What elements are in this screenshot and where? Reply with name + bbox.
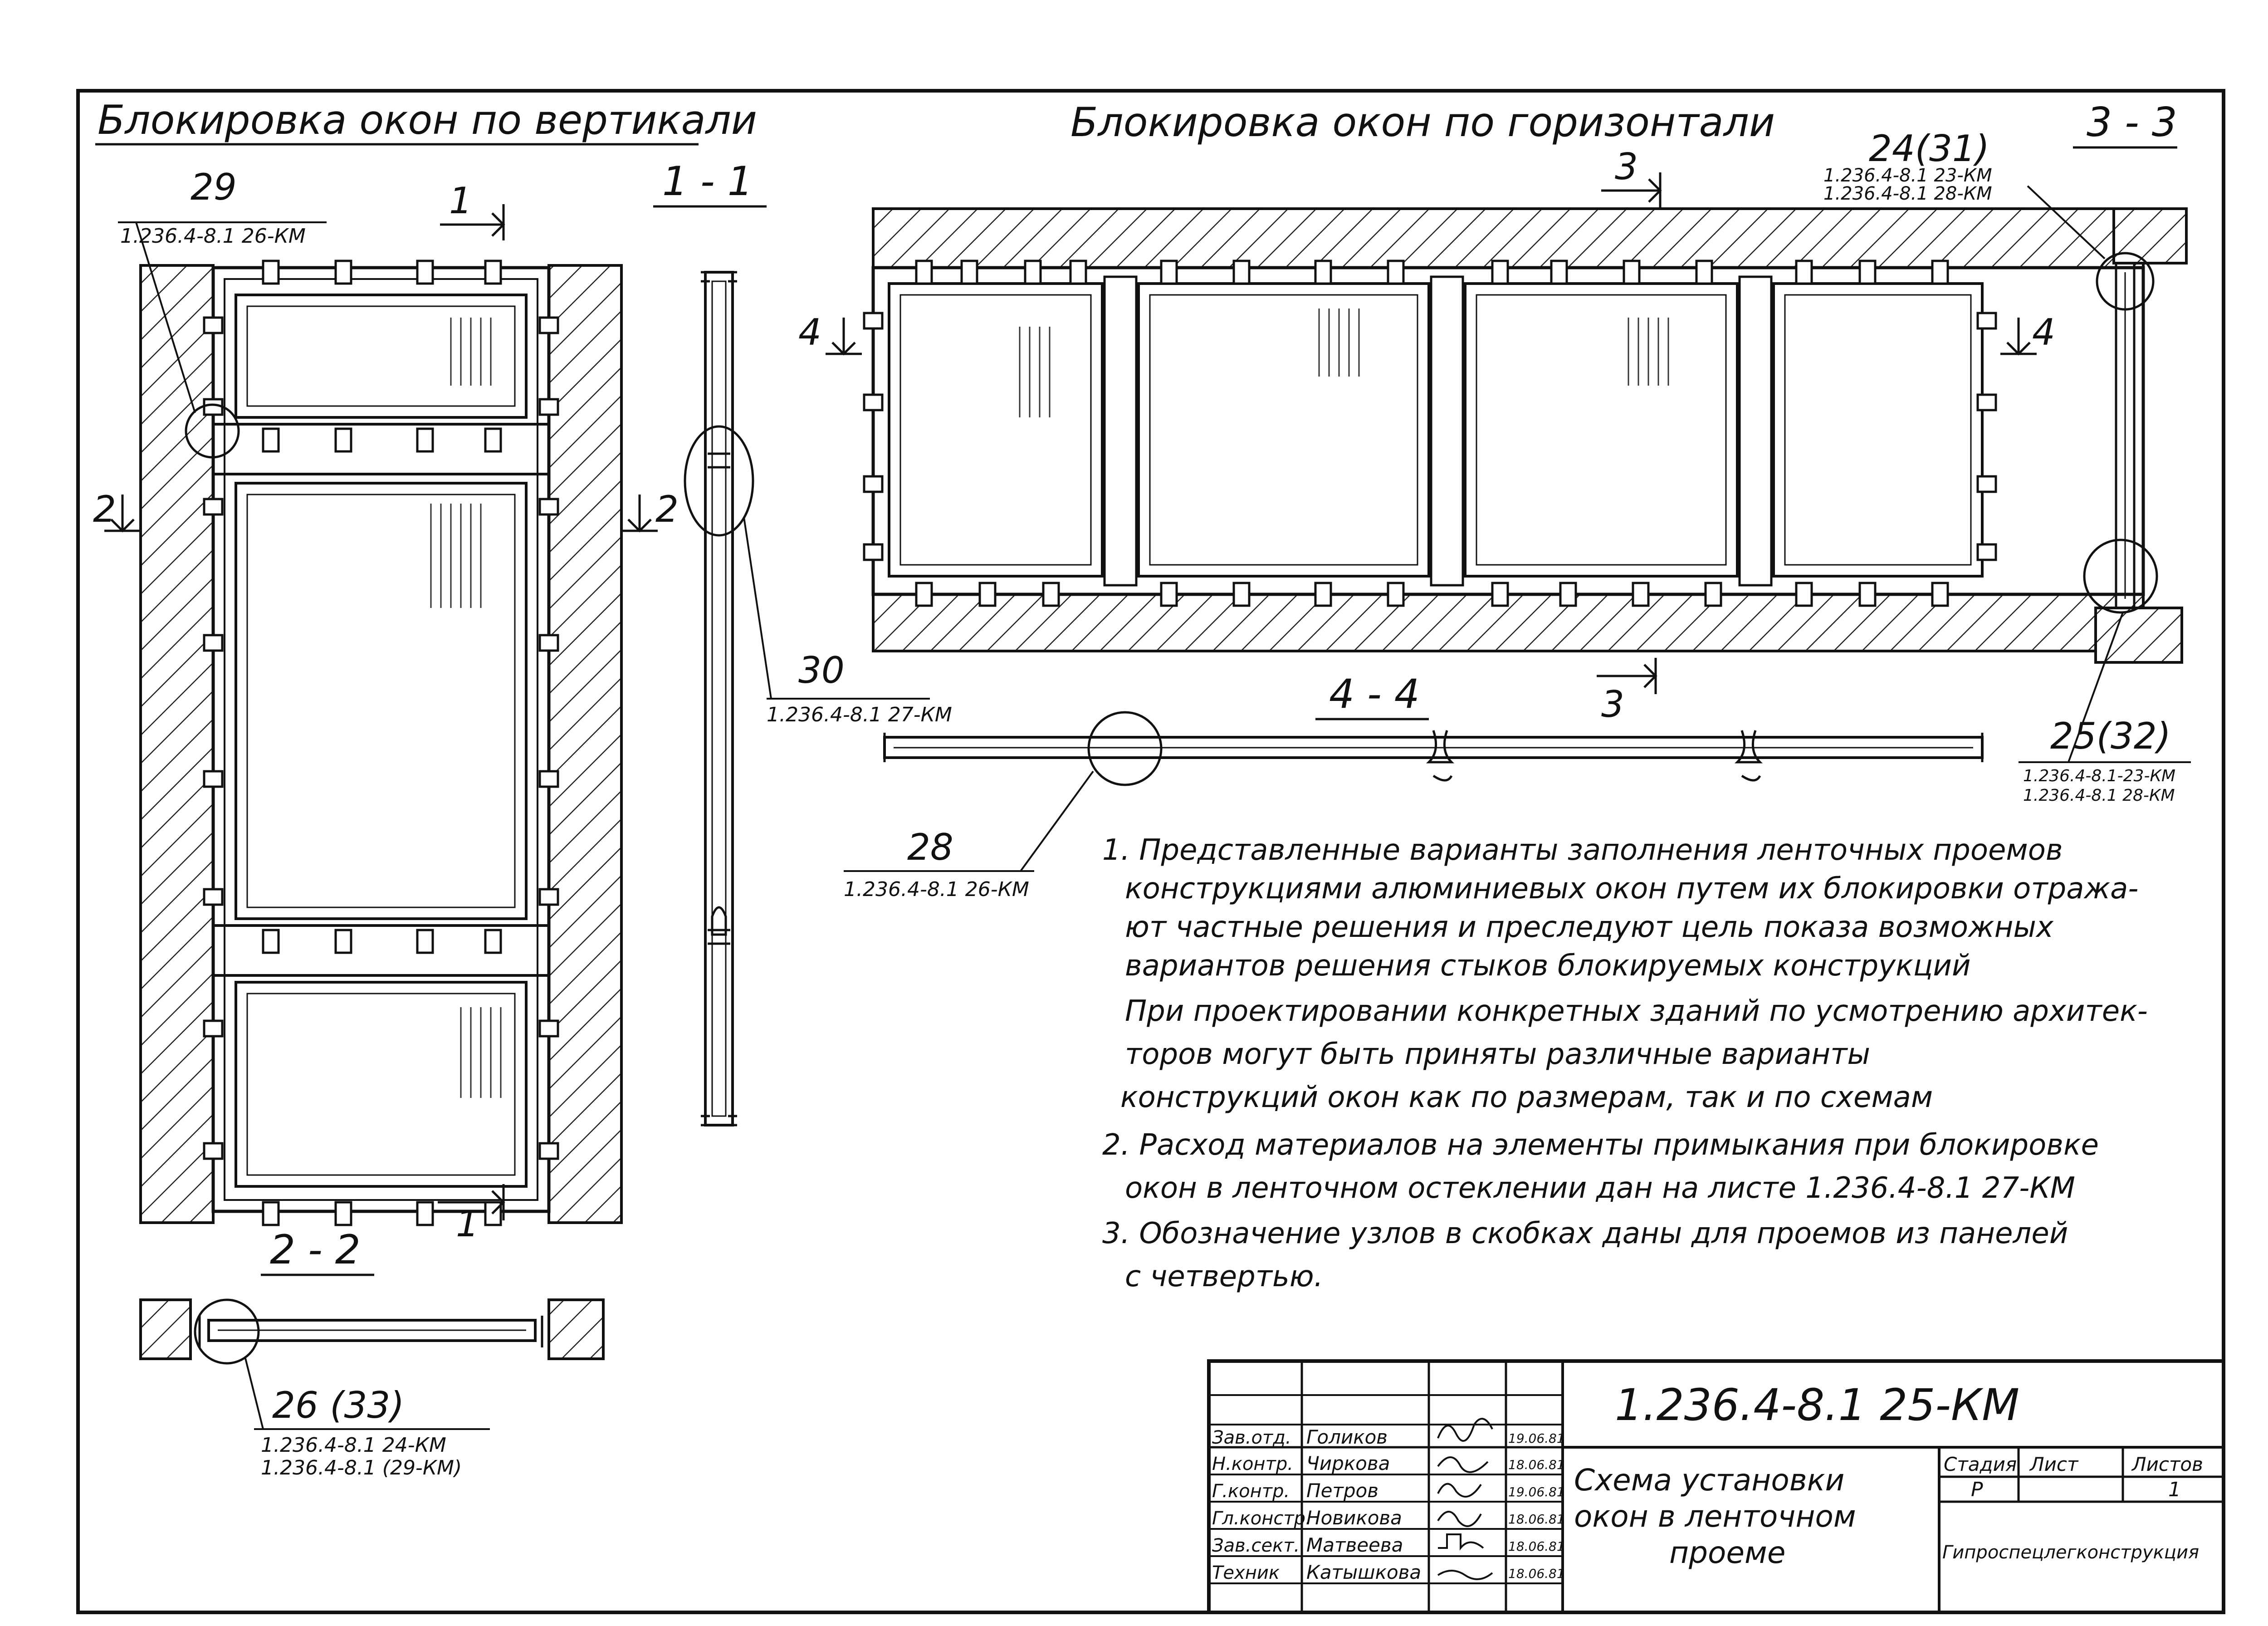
- staff-name: Голиков: [1306, 1426, 1388, 1448]
- callout-29-ref: 1.236.4-8.1 26-КМ: [120, 225, 306, 248]
- note-line: При проектировании конкретных зданий по …: [1125, 994, 2148, 1028]
- staff-date: 18.06.81: [1508, 1539, 1565, 1554]
- organization: Гипроспецлегконструкция: [1942, 1542, 2199, 1563]
- general-notes: 1. Представленные варианты заполнения ле…: [1102, 833, 2148, 1293]
- node-24-circle: [2096, 252, 2155, 311]
- callout-29-number: 29: [191, 166, 237, 208]
- note-line: конструкциями алюминиевых окон путем их …: [1125, 872, 2138, 906]
- cut-mark-4-right: 4: [2032, 311, 2055, 353]
- heading-vertical: Блокировка окон по вертикали: [98, 97, 757, 143]
- sheets-value: 1: [2168, 1478, 2181, 1501]
- staff-name: Катышкова: [1306, 1561, 1421, 1583]
- staff-role: Гл.констр.: [1212, 1508, 1311, 1529]
- note-line: торов могут быть приняты различные вариа…: [1125, 1038, 1870, 1071]
- staff-table: Зав.отд. Голиков 19.06.81 Н.контр. Чирко…: [1212, 1426, 1565, 1583]
- upper-transom: [212, 423, 550, 475]
- cut-mark-4-left: 4: [798, 311, 821, 353]
- section-3-3-profile: [2019, 185, 2191, 763]
- drawing-title-line: проеме: [1669, 1535, 1785, 1570]
- note-line: с четвертью.: [1125, 1260, 1323, 1293]
- callout-30-number: 30: [798, 649, 845, 691]
- staff-role: Зав.сект.: [1212, 1535, 1300, 1556]
- staff-role: Г.контр.: [1212, 1481, 1290, 1502]
- section-2-2-profile: [139, 1298, 605, 1430]
- callout-24-number: 24(31): [1869, 127, 1989, 170]
- note-line: 3. Обозначение узлов в скобках даны для …: [1102, 1217, 2068, 1250]
- staff-date: 19.06.81: [1508, 1431, 1565, 1446]
- lintel: [872, 207, 2145, 269]
- staff-date: 18.06.81: [1508, 1566, 1565, 1581]
- callout-24-ref1: 1.236.4-8.1 23-КМ: [1823, 165, 1992, 186]
- staff-name: Петров: [1306, 1479, 1378, 1502]
- section-4-4-profile: [844, 711, 1984, 872]
- note-line: 2. Расход материалов на элементы примыка…: [1102, 1128, 2099, 1162]
- sheet-header: Лист: [2029, 1453, 2079, 1475]
- stage-header: Стадия: [1944, 1453, 2017, 1475]
- callout-28-number: 28: [907, 826, 953, 868]
- section-1-1-profile: [684, 271, 930, 1126]
- callout-25-number: 25(32): [2050, 715, 2171, 757]
- sash-4: [1772, 282, 1984, 578]
- node-25-circle: [2083, 539, 2158, 614]
- callout-24-ref2: 1.236.4-8.1 28-КМ: [1823, 183, 1992, 204]
- staff-role: Техник: [1212, 1562, 1280, 1583]
- cut-mark-3-bottom: 3: [1601, 683, 1624, 725]
- staff-name: Матвеева: [1306, 1534, 1403, 1556]
- wall-right: [547, 264, 623, 1224]
- note-line: конструкций окон как по размерам, так и …: [1120, 1081, 1933, 1114]
- sheets-header: Листов: [2131, 1453, 2203, 1475]
- note-line: вариантов решения стыков блокируемых кон…: [1125, 949, 1971, 983]
- node-29-circle: [185, 403, 240, 459]
- node-28-circle: [1087, 711, 1163, 786]
- note-line: 1. Представленные варианты заполнения ле…: [1102, 833, 2063, 867]
- staff-date: 19.06.81: [1508, 1484, 1565, 1499]
- cut-mark-2-right: 2: [655, 488, 679, 530]
- heading-horizontal: Блокировка окон по горизонтали: [1070, 99, 1775, 146]
- signatures: [1437, 1418, 1493, 1580]
- note-line: окон в ленточном остеклении дан на листе…: [1125, 1171, 2075, 1205]
- stage-value: Р: [1971, 1478, 1983, 1501]
- callout-26-number: 26 (33): [272, 1384, 404, 1426]
- callout-26-ref1: 1.236.4-8.1 24-КМ: [261, 1434, 446, 1457]
- callout-26-ref2: 1.236.4-8.1 (29-КМ): [261, 1456, 462, 1479]
- callout-25-ref2: 1.236.4-8.1 28-КМ: [2023, 786, 2175, 805]
- drawing-title-line: Схема установки: [1574, 1463, 1844, 1498]
- sash-2: [1137, 282, 1430, 578]
- lower-transom: [212, 924, 550, 977]
- cut-mark-2-left: 2: [93, 488, 116, 530]
- bottom-sash: [235, 981, 528, 1188]
- vertical-elevation: [118, 221, 623, 1226]
- sheet-border: [76, 89, 2225, 1614]
- section-4-4-label: 4 - 4: [1329, 671, 1420, 717]
- sash-1: [888, 282, 1104, 578]
- horizontal-elevation: [863, 207, 2145, 652]
- cut-mark-1-top: 1: [449, 180, 472, 222]
- staff-name: Чиркова: [1306, 1452, 1390, 1474]
- staff-date: 18.06.81: [1508, 1512, 1565, 1527]
- section-2-2-label: 2 - 2: [270, 1226, 361, 1273]
- section-3-3-label: 3 - 3: [2087, 99, 2177, 146]
- cut-mark-3-top: 3: [1615, 146, 1638, 188]
- node-26-circle: [194, 1298, 260, 1365]
- callout-28-ref: 1.236.4-8.1 26-КМ: [844, 878, 1029, 901]
- cut-mark-1-bottom: 1: [456, 1203, 479, 1245]
- wall-left: [139, 264, 215, 1224]
- callout-30-ref: 1.236.4-8.1 27-КМ: [767, 703, 952, 726]
- staff-date: 18.06.81: [1508, 1457, 1565, 1472]
- title-block: [1207, 1359, 2225, 1614]
- note-line: ют частные решения и преследуют цель пок…: [1125, 911, 2054, 944]
- staff-role: Зав.отд.: [1212, 1427, 1291, 1448]
- staff-role: Н.контр.: [1212, 1454, 1293, 1474]
- callout-25-ref1: 1.236.4-8.1-23-КМ: [2023, 767, 2175, 785]
- drawing-code: 1.236.4-8.1 25-КМ: [1615, 1380, 2019, 1430]
- drawing-title-line: окон в ленточном: [1574, 1499, 1856, 1534]
- middle-sash: [235, 482, 528, 920]
- top-sash: [235, 294, 528, 419]
- node-30-circle: [684, 425, 754, 537]
- staff-name: Новикова: [1306, 1507, 1402, 1529]
- sash-3: [1464, 282, 1739, 578]
- section-1-1-label: 1 - 1: [662, 158, 753, 205]
